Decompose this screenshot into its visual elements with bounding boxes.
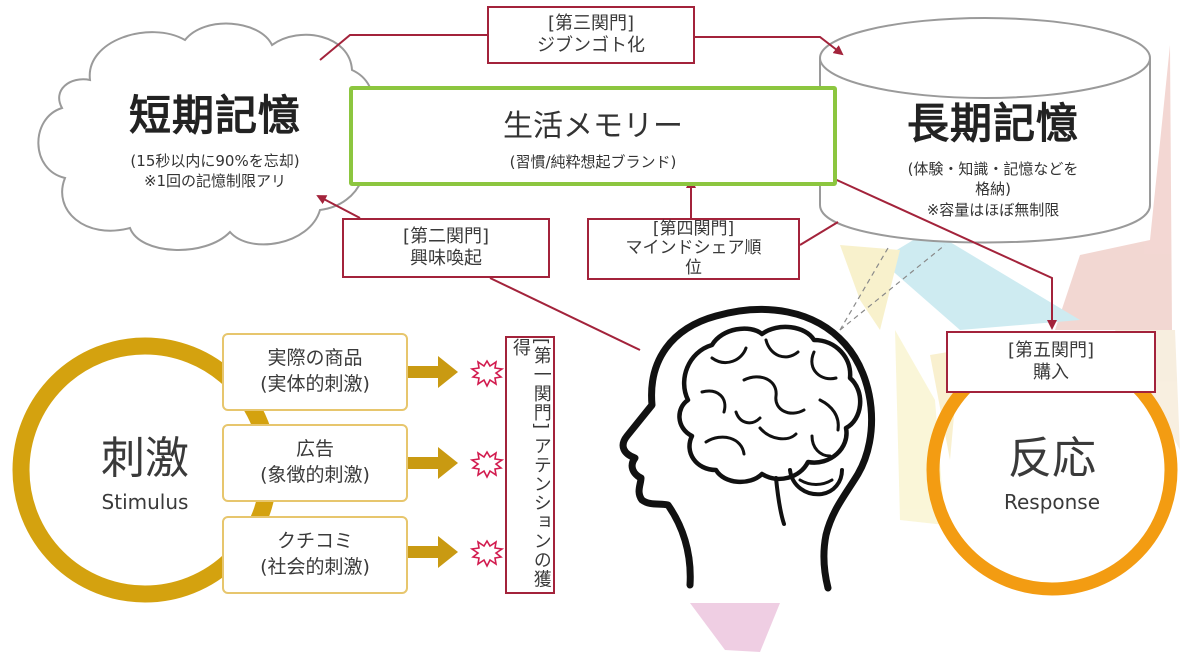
stimulus-item-title: 実際の商品 <box>267 347 363 370</box>
response-label: 反応 Response <box>962 422 1142 514</box>
stimulus-item-title: 広告 <box>295 438 334 461</box>
stimulus-item-title: クチコミ <box>276 530 353 553</box>
stimulus-label: 刺激 Stimulus <box>55 422 235 514</box>
connector-gate5 <box>827 175 1057 330</box>
stimulus-title: 刺激 <box>101 433 189 484</box>
burst-icon <box>469 450 505 479</box>
long-term-memory-cylinder <box>819 17 1151 244</box>
gate-4-box: [第四関門] マインドシェア順 位 <box>587 218 800 280</box>
stimulus-arrows <box>408 356 458 568</box>
connector-gate3-right <box>693 36 844 56</box>
long-term-memory-note-line3: ※容量はほぼ無制限 <box>926 200 1060 219</box>
stimulus-item-subtitle: (象徴的刺激) <box>260 464 370 486</box>
short-term-memory-cloud <box>37 22 375 251</box>
life-memory-title: 生活メモリー <box>503 108 683 144</box>
gate-5-box: [第五関門] 購入 <box>946 331 1156 393</box>
short-term-memory-title: 短期記憶 <box>128 91 301 140</box>
stimulus-item-advertising: 広告 (象徴的刺激) <box>222 424 408 502</box>
gate-3-label: [第三関門] <box>547 13 635 35</box>
gate-3-text: ジブンゴト化 <box>537 35 645 56</box>
head-brain-illustration <box>619 305 876 592</box>
gate-4-text-cont: 位 <box>685 257 702 278</box>
short-term-memory-note-line2: ※1回の記憶制限アリ <box>143 172 287 191</box>
gate-5-label: [第五関門] <box>1007 340 1095 362</box>
short-term-memory-note: (15秒以内に90%を忘却) ※1回の記憶制限アリ <box>80 151 350 192</box>
life-memory-box: 生活メモリー (習慣/純粋想起ブランド) <box>349 86 837 186</box>
long-term-memory: 長期記憶 (体験・知識・記憶などを 格納) ※容量はほぼ無制限 <box>868 90 1118 220</box>
arrow-word-of-mouth <box>408 536 458 568</box>
stimulus-item-word-of-mouth: クチコミ (社会的刺激) <box>222 516 408 594</box>
long-term-memory-title: 長期記憶 <box>906 99 1079 148</box>
long-term-memory-note-line2: 格納) <box>975 180 1011 199</box>
gate-4-text: マインドシェア順 <box>625 238 762 259</box>
gate-2-text: 興味喚起 <box>410 248 482 269</box>
stimulus-item-product: 実際の商品 (実体的刺激) <box>222 333 408 411</box>
stimulus-item-subtitle: (実体的刺激) <box>260 373 370 395</box>
gate-connectors <box>316 34 1057 351</box>
short-term-memory: 短期記憶 (15秒以内に90%を忘却) ※1回の記憶制限アリ <box>80 82 350 192</box>
gate-4-label: [第四関門] <box>652 219 735 240</box>
response-title: 反応 <box>1008 433 1096 484</box>
connector-gate3-left <box>319 34 488 61</box>
thought-lines <box>839 244 946 331</box>
connector-gate4-right <box>799 221 839 246</box>
gate-2-box: [第二関門] 興味喚起 <box>342 218 550 278</box>
life-memory-subtitle: (習慣/純粋想起ブランド) <box>509 152 677 171</box>
long-term-memory-note-line1: (体験・知識・記憶などを <box>907 160 1079 178</box>
gate-5-text: 購入 <box>1033 362 1069 383</box>
gate-1-text: [第一関門] アテンションの獲得 <box>510 338 552 589</box>
stimulus-subtitle: Stimulus <box>101 490 189 514</box>
burst-icons <box>469 359 505 568</box>
response-subtitle: Response <box>1003 490 1101 514</box>
burst-icon <box>469 539 505 568</box>
short-term-memory-note-line1: (15秒以内に90%を忘却) <box>130 152 300 170</box>
arrow-product <box>408 356 458 388</box>
connector-gate2 <box>489 277 641 351</box>
connector-gate2-arrow <box>316 195 361 219</box>
arrow-ad <box>408 447 458 479</box>
gate-3-box: [第三関門] ジブンゴト化 <box>487 6 695 64</box>
gate-1-box: [第一関門] アテンションの獲得 <box>505 336 555 594</box>
gate-2-label: [第二関門] <box>402 226 490 248</box>
long-term-memory-note: (体験・知識・記憶などを 格納) ※容量はほぼ無制限 <box>868 159 1118 220</box>
burst-icon <box>469 359 505 388</box>
stimulus-item-subtitle: (社会的刺激) <box>260 556 370 578</box>
